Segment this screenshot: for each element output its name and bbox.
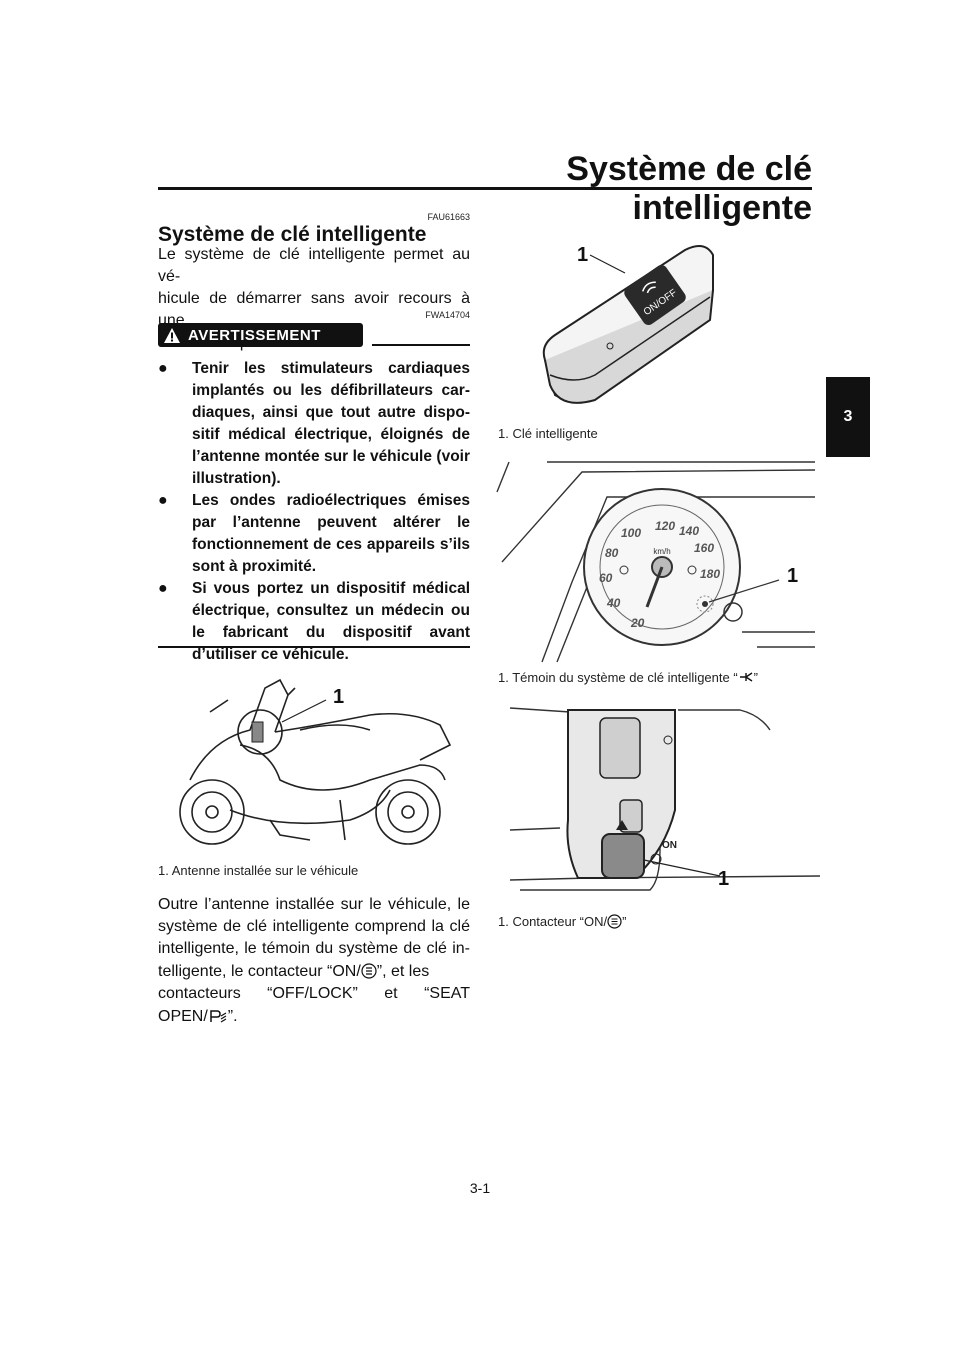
warning-item-text: Les ondes radioélectriques émises par l’… bbox=[192, 492, 470, 575]
intro-line: Le système de clé intelligente permet au… bbox=[158, 246, 470, 285]
speed-tick: 120 bbox=[655, 519, 675, 533]
bullet-icon: ● bbox=[158, 360, 168, 377]
switch-caption-text: 1. Contacteur “ON/ bbox=[498, 914, 608, 929]
warning-code: FWA14704 bbox=[425, 310, 470, 320]
switch-on-label: ON bbox=[662, 840, 677, 851]
dash-caption-end: ” bbox=[753, 670, 759, 685]
warning-triangle-icon bbox=[164, 327, 180, 343]
warning-header: AVERTISSEMENT bbox=[158, 323, 470, 349]
bullet-icon: ● bbox=[158, 492, 168, 509]
warning-item-text: Tenir les stimulateurs cardiaques implan… bbox=[192, 360, 470, 487]
speed-tick: 180 bbox=[700, 567, 720, 581]
speed-tick: 80 bbox=[605, 546, 619, 560]
warning-item: ● Les ondes radioélectriques émises par l… bbox=[158, 490, 470, 578]
dash-caption: 1. Témoin du système de clé intelligente… bbox=[498, 670, 758, 685]
smart-key-illustration: ON/OFF bbox=[542, 245, 714, 404]
paragraph-line: intelligente, le témoin du système de cl… bbox=[158, 940, 470, 957]
smart-key-symbol-icon bbox=[361, 963, 377, 979]
smart-key-symbol-icon bbox=[607, 914, 622, 929]
dash-caption-text: 1. Témoin du système de clé intelligente… bbox=[498, 670, 738, 685]
warning-end-rule bbox=[158, 646, 470, 648]
warning-label-box: AVERTISSEMENT bbox=[158, 323, 363, 347]
paragraph-fragment: ”. bbox=[227, 1008, 238, 1025]
key-caption: 1. Clé intelligente bbox=[498, 426, 598, 441]
paragraph-line: telligente, le contacteur “ON/ ”, et les bbox=[158, 960, 470, 983]
chapter-tab[interactable]: 3 bbox=[826, 377, 870, 457]
speed-tick: 140 bbox=[679, 524, 699, 538]
warning-list: ● Tenir les stimulateurs cardiaques impla… bbox=[158, 358, 470, 666]
scooter-illustration bbox=[179, 678, 452, 845]
paragraph-fragment: telligente, le contacteur “ON/ bbox=[158, 963, 361, 980]
page-title: Système de clé intelligente bbox=[566, 150, 812, 227]
key-callout: 1 bbox=[577, 244, 589, 266]
paragraph-fragment: ”, et les bbox=[376, 963, 430, 980]
page-number: 3-1 bbox=[469, 1180, 491, 1196]
paragraph-line: OPEN/ ”. bbox=[158, 1005, 470, 1028]
speed-tick: 40 bbox=[606, 596, 621, 610]
dashboard-illustration: km/h 20 40 60 80 100 120 140 160 180 bbox=[496, 461, 816, 663]
switch-caption: 1. Contacteur “ON/ ” bbox=[498, 911, 626, 929]
warning-rule bbox=[372, 344, 470, 346]
warning-item: ● Tenir les stimulateurs cardiaques impla… bbox=[158, 358, 470, 490]
scooter-caption: 1. Antenne installée sur le véhicule bbox=[158, 863, 359, 878]
title-rule bbox=[158, 187, 812, 190]
warning-item-text: Si vous portez un dispositif médical éle… bbox=[192, 580, 470, 663]
paragraph-fragment: OPEN/ bbox=[158, 1008, 208, 1025]
warning-label: AVERTISSEMENT bbox=[188, 326, 321, 344]
scooter-callout: 1 bbox=[333, 686, 345, 708]
handlebar-switch-illustration: ON bbox=[509, 707, 821, 891]
switch-caption-end: ” bbox=[622, 914, 627, 929]
bullet-icon: ● bbox=[158, 580, 168, 597]
speed-tick: 20 bbox=[630, 616, 645, 630]
smart-key-paragraph: Outre l’antenne installée sur le véhicul… bbox=[158, 894, 470, 1028]
warning-item: ● Si vous portez un dispositif médical él… bbox=[158, 578, 470, 666]
speed-tick: 60 bbox=[599, 571, 613, 585]
seat-open-icon bbox=[210, 1010, 227, 1023]
section-code: FAU61663 bbox=[427, 212, 470, 222]
speed-tick: 100 bbox=[621, 526, 641, 540]
dash-callout: 1 bbox=[787, 565, 799, 587]
speed-tick: 160 bbox=[694, 541, 714, 555]
paragraph-line: système de clé intelligente comprend la … bbox=[158, 918, 470, 935]
switch-callout: 1 bbox=[718, 868, 730, 890]
paragraph-line: Outre l’antenne installée sur le véhicul… bbox=[158, 896, 470, 913]
section-heading: Système de clé intelligente bbox=[158, 223, 427, 246]
speed-unit: km/h bbox=[653, 547, 670, 556]
paragraph-line: contacteurs “OFF/LOCK” et “SEAT bbox=[158, 985, 470, 1002]
smart-key-indicator-icon bbox=[739, 672, 753, 682]
